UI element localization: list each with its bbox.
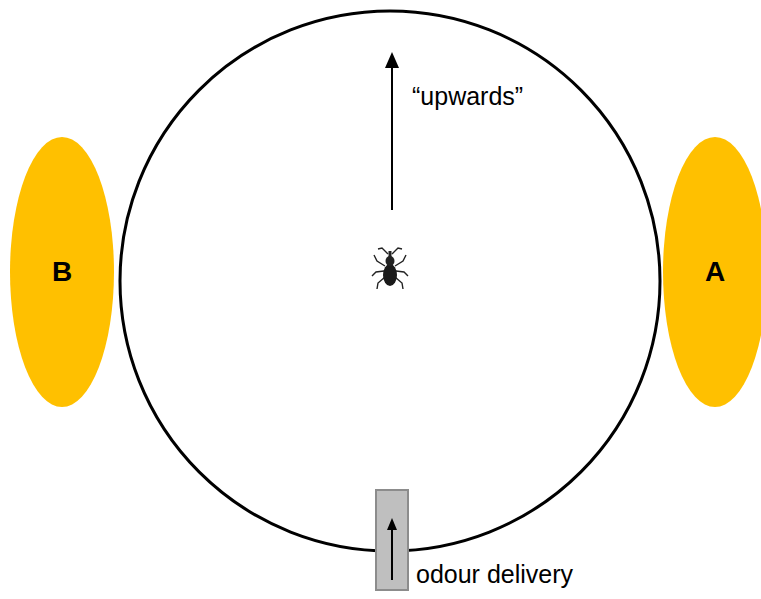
beetle-icon — [372, 248, 408, 289]
odour-tube — [376, 490, 408, 590]
odour-flow-arrow — [391, 528, 393, 580]
source-label: A — [705, 256, 725, 288]
arena-circle — [120, 11, 660, 551]
ellipse-fill — [663, 137, 761, 407]
upwards-arrow — [391, 66, 393, 210]
odour-source-ellipse: A — [663, 137, 761, 407]
ellipse-fill — [10, 137, 114, 407]
odour-label: odour delivery — [416, 560, 573, 589]
direction-label: “upwards” — [412, 82, 523, 111]
source-label: B — [52, 256, 72, 288]
upwards-arrowhead — [385, 52, 399, 68]
odour-flow-arrowhead — [387, 518, 397, 530]
odour-source-ellipse: B — [10, 137, 114, 407]
